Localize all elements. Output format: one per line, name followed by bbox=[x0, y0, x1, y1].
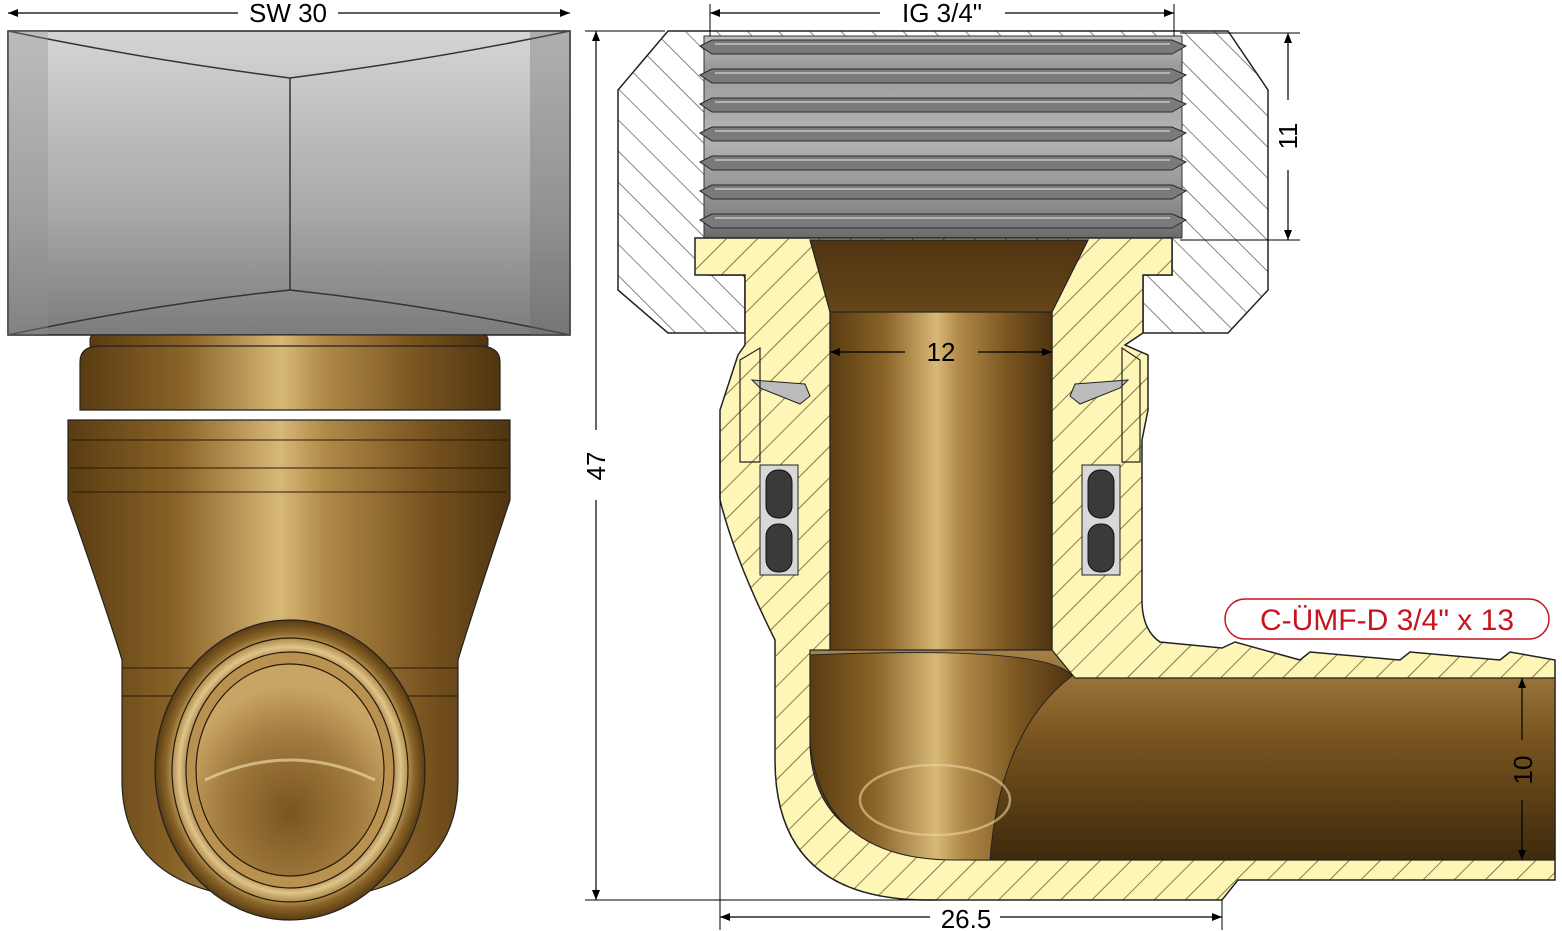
thread-depth-label: 11 bbox=[1273, 123, 1303, 150]
retaining-ring bbox=[739, 346, 1141, 463]
outlet-port bbox=[154, 619, 426, 921]
thread-size-label: IG 3/4" bbox=[902, 0, 982, 28]
external-view: SW 30 bbox=[7, 0, 571, 921]
thread-depth-dimension: 11 bbox=[1180, 32, 1303, 241]
section-view: IG 3/4" 11 47 12 10 bbox=[581, 0, 1556, 931]
inner-sleeve bbox=[829, 311, 1053, 651]
elbow-curve bbox=[809, 652, 1073, 861]
bore-diameter-label: 12 bbox=[927, 337, 956, 367]
outlet-bore-dimension: 10 bbox=[1508, 678, 1538, 860]
overall-height-dimension: 47 bbox=[581, 30, 935, 901]
outlet-length-dimension: 26.5 bbox=[719, 440, 1223, 931]
part-label-box: C-ÜMF-D 3/4" x 13 bbox=[1224, 598, 1550, 640]
thread-crest bbox=[699, 68, 1188, 84]
wrench-size-label: SW 30 bbox=[249, 0, 327, 28]
o-ring-seals bbox=[759, 464, 1121, 576]
bore-diameter-dimension: 12 bbox=[830, 337, 1052, 367]
part-label: C-ÜMF-D 3/4" x 13 bbox=[1260, 604, 1514, 637]
hex-nut bbox=[7, 30, 571, 336]
outlet-length-label: 26.5 bbox=[941, 904, 992, 931]
thread-crest bbox=[699, 126, 1188, 142]
thread-crest bbox=[699, 184, 1188, 200]
thread-crest bbox=[699, 97, 1188, 113]
overall-height-label: 47 bbox=[581, 452, 611, 481]
outlet-bore-label: 10 bbox=[1508, 756, 1538, 785]
thread-size-dimension: IG 3/4" bbox=[709, 0, 1175, 36]
thread-crest bbox=[699, 213, 1188, 229]
thread bbox=[699, 35, 1188, 239]
thread-crest bbox=[699, 39, 1188, 55]
wrench-size-dimension: SW 30 bbox=[8, 0, 570, 28]
thread-crest bbox=[699, 155, 1188, 171]
